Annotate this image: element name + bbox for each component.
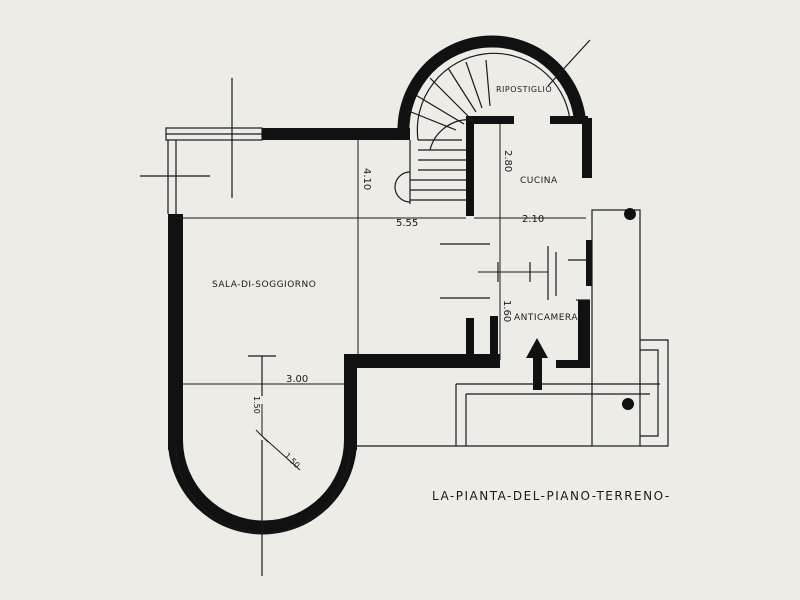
outlines — [140, 78, 669, 576]
dim-anteroom-height: 1.60 — [501, 300, 512, 322]
dim-apse-radius: 1.50 — [283, 451, 302, 470]
room-label-anteroom: ANTICAMERA — [514, 313, 578, 323]
dim-apse-depth: 1.50 — [252, 396, 261, 414]
walls — [168, 116, 592, 450]
room-label-living: SALA-DI-SOGGIORNO — [212, 280, 316, 290]
room-label-kitchen: CUCINA — [520, 176, 558, 186]
dim-apse-width: 3.00 — [286, 374, 308, 385]
dim-kitchen-width: 2.10 — [522, 214, 544, 225]
entrance-arrow-icon — [526, 338, 548, 390]
dim-living-height: 4.10 — [361, 168, 372, 190]
apse — [168, 440, 357, 535]
plan-caption: LA-PIANTA-DEL-PIANO-TERRENO- — [432, 489, 671, 503]
spiral-stair — [394, 35, 591, 204]
dimension-lines — [176, 124, 586, 471]
dim-living-width: 5.55 — [396, 218, 418, 229]
room-label-stair: RIPOSTIGLIO — [496, 85, 552, 94]
dim-kitchen-height: 2.80 — [502, 150, 513, 172]
